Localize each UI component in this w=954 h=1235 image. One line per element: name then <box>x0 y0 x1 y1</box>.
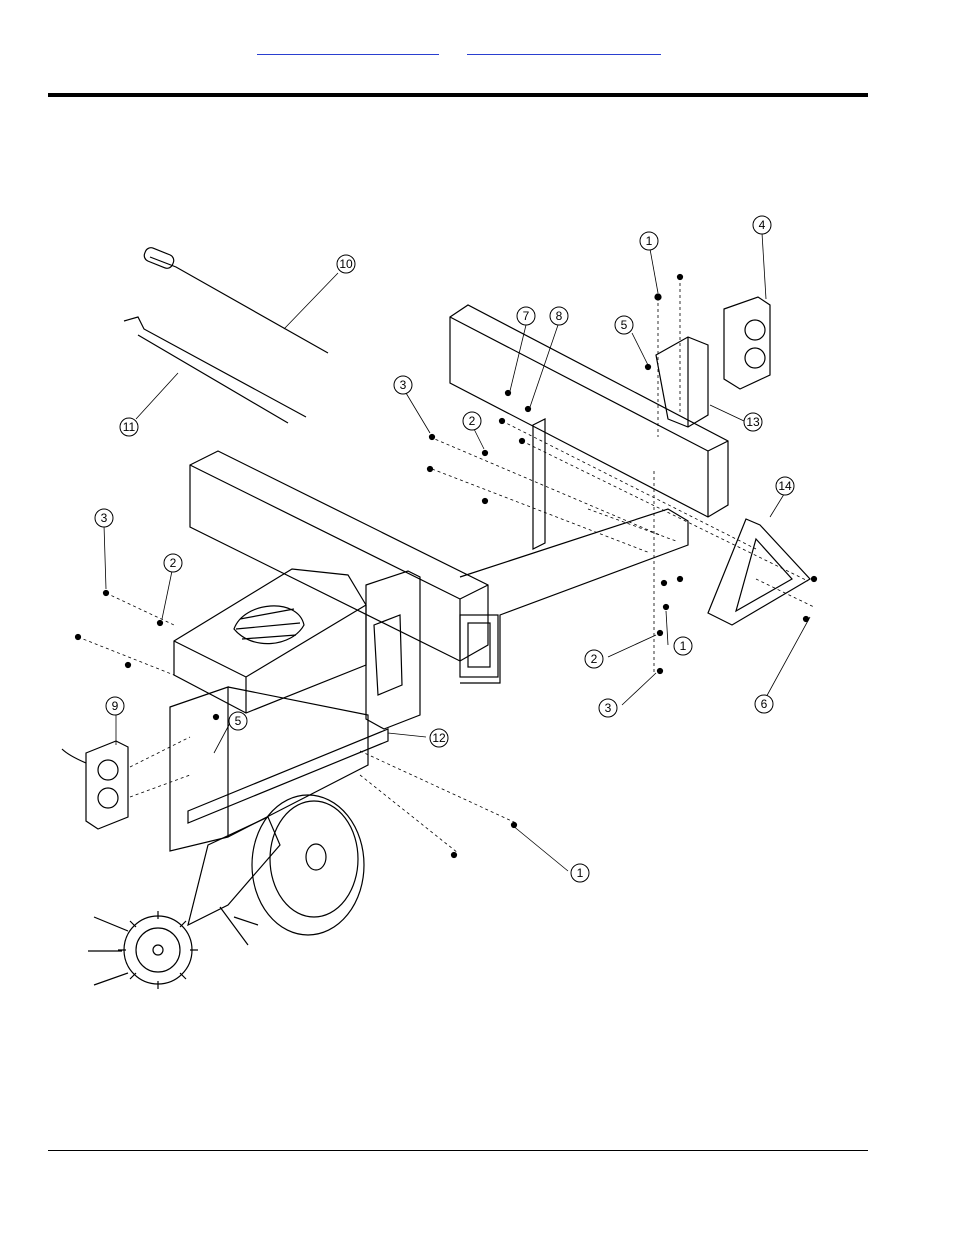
header-link-1[interactable] <box>257 40 439 55</box>
cable-harness-11 <box>124 317 306 423</box>
callout-leaders <box>104 233 810 871</box>
callout-3a: 3 <box>394 376 412 394</box>
hopper-lid-badge <box>234 606 304 644</box>
callout-12: 12 <box>430 729 448 747</box>
callout-3b: 3 <box>95 509 113 527</box>
cable-plug <box>142 246 175 270</box>
header-rule <box>48 93 868 97</box>
svg-text:1: 1 <box>577 866 584 880</box>
callout-2c: 2 <box>585 650 603 668</box>
mount-plate <box>366 571 420 729</box>
svg-text:1: 1 <box>680 639 687 653</box>
svg-text:5: 5 <box>235 714 242 728</box>
hopper-lid-grille <box>236 609 300 639</box>
gauge-wheel-rim <box>270 801 358 917</box>
gauge-wheel-hub <box>306 844 326 870</box>
assembly-leaders <box>78 277 814 853</box>
callout-13: 13 <box>744 413 762 431</box>
svg-text:3: 3 <box>101 511 108 525</box>
closing-wheel <box>124 916 192 984</box>
closing-wheel-teeth <box>118 911 198 989</box>
lamp-left-lens-upper <box>98 760 118 780</box>
warning-lamp-left <box>86 741 128 829</box>
row-frame-side <box>170 687 228 851</box>
callouts: 1 4 10 7 8 5 11 3 2 13 14 3 2 1 2 3 6 9 … <box>95 216 794 882</box>
exploded-parts-diagram: 1 4 10 7 8 5 11 3 2 13 14 3 2 1 2 3 6 9 … <box>48 205 833 1015</box>
frame-extension <box>460 509 688 683</box>
svg-text:2: 2 <box>591 652 598 666</box>
seed-hopper-edge <box>174 605 366 713</box>
svg-text:10: 10 <box>339 257 353 271</box>
light-bracket <box>656 337 708 427</box>
callout-2b: 2 <box>164 554 182 572</box>
callout-8: 8 <box>550 307 568 325</box>
parallel-arm <box>374 615 402 695</box>
lamp-lens-upper <box>745 320 765 340</box>
callout-5a: 5 <box>615 316 633 334</box>
svg-text:6: 6 <box>761 697 768 711</box>
svg-text:8: 8 <box>556 309 563 323</box>
callout-9: 9 <box>106 697 124 715</box>
tube-end-frame <box>460 615 498 677</box>
closing-wheel-inner <box>136 928 180 972</box>
callout-10: 10 <box>337 255 355 273</box>
svg-text:1: 1 <box>646 234 653 248</box>
svg-text:12: 12 <box>432 731 446 745</box>
seed-hopper <box>174 569 366 713</box>
callout-7: 7 <box>517 307 535 325</box>
tube-end-opening <box>468 623 490 667</box>
callout-11: 11 <box>120 418 138 436</box>
callout-3c: 3 <box>599 699 617 717</box>
upper-tube <box>450 305 728 517</box>
callout-1c: 1 <box>571 864 589 882</box>
diagram-artwork <box>62 233 817 989</box>
upper-tube-edge <box>450 317 728 517</box>
header-link-2[interactable] <box>467 40 661 55</box>
hardware-dots <box>76 275 817 858</box>
svg-text:11: 11 <box>123 420 136 434</box>
closing-arm-lever <box>220 907 258 945</box>
closing-wheel-left <box>88 917 128 985</box>
callout-14: 14 <box>776 477 794 495</box>
closing-arm <box>188 817 280 925</box>
smv-triangle <box>708 519 810 625</box>
svg-text:3: 3 <box>400 378 407 392</box>
svg-text:3: 3 <box>605 701 612 715</box>
lamp-left-lens-lower <box>98 788 118 808</box>
footer-rule <box>48 1150 868 1151</box>
lamp-lens-lower <box>745 348 765 368</box>
svg-text:2: 2 <box>170 556 177 570</box>
lamp-left-wire <box>62 749 86 763</box>
svg-text:5: 5 <box>621 318 628 332</box>
cable-harness-10 <box>150 257 328 353</box>
callout-5b: 5 <box>229 712 247 730</box>
support-bar <box>188 729 388 823</box>
strap-plate <box>533 419 545 549</box>
svg-text:2: 2 <box>469 414 476 428</box>
callout-6: 6 <box>755 695 773 713</box>
svg-text:9: 9 <box>112 699 119 713</box>
svg-text:14: 14 <box>778 479 792 493</box>
svg-text:13: 13 <box>746 415 760 429</box>
svg-text:4: 4 <box>759 218 766 232</box>
callout-1a: 1 <box>640 232 658 250</box>
callout-4: 4 <box>753 216 771 234</box>
callout-2a: 2 <box>463 412 481 430</box>
warning-lamp-right <box>724 297 770 389</box>
svg-text:7: 7 <box>523 309 530 323</box>
callout-1b: 1 <box>674 637 692 655</box>
closing-wheel-hub <box>153 945 163 955</box>
